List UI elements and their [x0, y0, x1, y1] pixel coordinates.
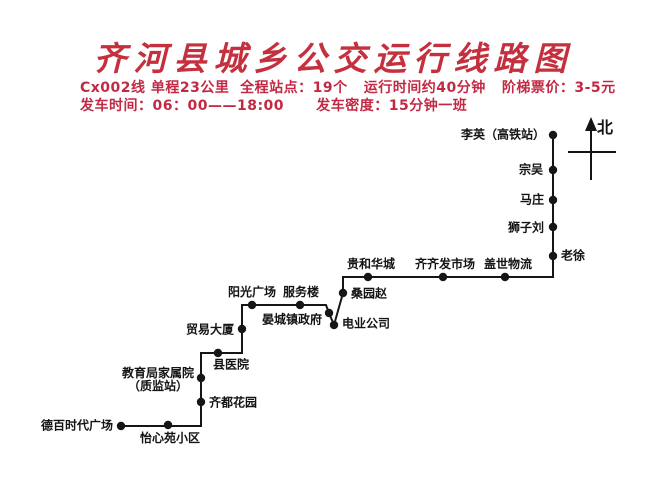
station-name: 齐都花园 [209, 395, 258, 410]
station-dot [548, 130, 558, 140]
station-label: 县医院 [213, 358, 249, 371]
station-label: 齐都花园 [209, 396, 257, 409]
station-label: 狮子刘 [508, 221, 544, 234]
station-name: 齐齐发市场 [414, 256, 476, 271]
station-dot [324, 308, 334, 318]
station-dot [338, 288, 348, 298]
station-name: 怡心苑小区 [139, 431, 201, 445]
station-dot [213, 348, 223, 358]
station-label: 电业公司 [342, 317, 390, 330]
station-name: 盖世物流 [483, 256, 533, 271]
station-dot [438, 272, 448, 282]
station-label: 服务楼 [282, 284, 320, 299]
station-name: 德百时代广场 [40, 418, 113, 433]
station-dot [163, 420, 173, 430]
station-name: 教育局家属院 [121, 365, 194, 380]
station-name: 阳光广场 [227, 284, 277, 299]
station-name: 电业公司 [342, 316, 391, 331]
station-name-line2: （质监站） [127, 379, 188, 393]
route-info-line1: Cx002线 单程23公里 全程站点：19个 运行时间约40分钟 阶梯票价：3-… [80, 80, 616, 96]
route-info-line2: 发车时间：06：00——18:00 发车密度：15分钟一班 [80, 98, 468, 114]
station-dot [116, 421, 126, 431]
station-name: 宗吴 [518, 162, 543, 177]
station-label: 教育局家属院（质监站） [121, 365, 194, 393]
station-dot [548, 251, 558, 261]
station-label: 宗吴 [519, 163, 543, 176]
station-dot [500, 272, 510, 282]
station-name: 晏城镇政府 [261, 312, 322, 327]
north-label: 北 [597, 118, 614, 137]
station-name: 马庄 [519, 192, 544, 207]
route-line [121, 135, 554, 427]
north-arrow-icon [568, 117, 616, 180]
station-name: 老徐 [561, 248, 586, 263]
station-label: 齐齐发市场 [414, 256, 476, 271]
station-label: 贸易大厦 [186, 323, 234, 336]
station-dot [363, 272, 373, 282]
station-label: 贵和华城 [346, 256, 396, 271]
station-dot [237, 324, 247, 334]
page-title: 齐河县城乡公交运行线路图 [93, 39, 574, 78]
station-label: 盖世物流 [483, 256, 533, 271]
north-arrow-head [585, 117, 597, 131]
station-label: 马庄 [520, 193, 544, 206]
station-name: 贵和华城 [346, 256, 396, 271]
station-label: 德百时代广场 [41, 419, 113, 432]
station-name: 贸易大厦 [185, 322, 234, 337]
station-name: 桑园赵 [351, 286, 388, 301]
station-name: 服务楼 [282, 284, 320, 299]
station-dot [196, 397, 206, 407]
station-label: 桑园赵 [351, 287, 387, 300]
station-dot [295, 300, 305, 310]
station-label: 晏城镇政府 [262, 313, 322, 326]
station-name: 李英（高铁站） [460, 127, 545, 142]
station-label: 怡心苑小区 [139, 431, 201, 445]
station-dot [247, 300, 257, 310]
station-dot [548, 195, 558, 205]
station-label: 李英（高铁站） [461, 128, 545, 141]
station-name: 狮子刘 [507, 220, 544, 235]
station-label: 阳光广场 [227, 284, 277, 299]
station-dot [548, 222, 558, 232]
station-dot [548, 165, 558, 175]
station-label: 老徐 [561, 249, 585, 262]
station-dot [196, 373, 206, 383]
station-dot [329, 320, 339, 330]
station-name: 县医院 [213, 357, 250, 372]
